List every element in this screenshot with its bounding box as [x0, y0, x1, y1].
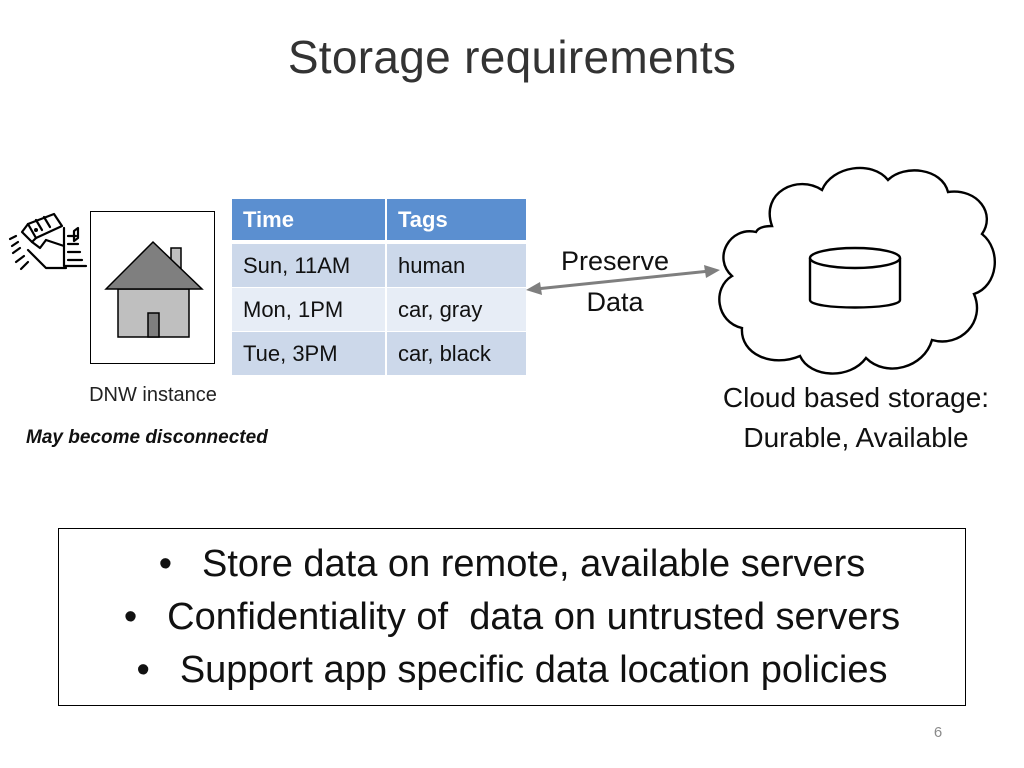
table-cell-tags: human — [387, 243, 526, 287]
cloud-icon — [718, 166, 996, 375]
bullet-text: Confidentiality of data on untrusted ser… — [167, 596, 901, 638]
device-label: DNW instance — [89, 384, 217, 406]
page-number: 6 — [933, 724, 943, 741]
table-cell-time: Tue, 3PM — [232, 331, 387, 375]
table-cell-time: Sun, 11AM — [232, 243, 387, 287]
table-cell-tags: car, black — [387, 331, 526, 375]
column-header-tags: Tags — [387, 199, 526, 243]
table-cell-time: Mon, 1PM — [232, 287, 387, 331]
tags-table: Time Tags Sun, 11AM human Mon, 1PM car, … — [232, 199, 526, 375]
preserve-label-line1: Preserve — [560, 246, 670, 276]
slide-title: Storage requirements — [287, 31, 737, 83]
table-row: Sun, 11AM human — [232, 243, 526, 287]
bullet-item: • Store data on remote, available servers — [59, 543, 965, 586]
house-icon — [104, 240, 204, 338]
device-frame — [90, 211, 215, 364]
column-header-time: Time — [232, 199, 387, 243]
table-cell-tags: car, gray — [387, 287, 526, 331]
bidirectional-arrow-icon — [526, 265, 720, 295]
database-icon — [808, 246, 902, 309]
bullet-text: Store data on remote, available servers — [202, 543, 866, 585]
table-header-row: Time Tags — [232, 199, 526, 243]
bullet-item: • Support app specific data location poli… — [59, 649, 965, 692]
bullet-symbol: • — [123, 596, 138, 638]
preserve-data-label: Preserve Data — [544, 241, 686, 323]
cloud-caption: Cloud based storage: Durable, Available — [690, 378, 1022, 458]
bullet-symbol: • — [158, 543, 173, 585]
cloud-caption-line1: Cloud based storage: — [722, 382, 990, 413]
bullet-text: Support app specific data location polic… — [179, 649, 888, 691]
security-camera-icon — [8, 212, 88, 271]
bullet-item: • Confidentiality of data on untrusted se… — [59, 596, 965, 639]
disconnect-note: May become disconnected — [26, 427, 268, 448]
table-row: Tue, 3PM car, black — [232, 331, 526, 375]
table-row: Mon, 1PM car, gray — [232, 287, 526, 331]
preserve-label-line2: Data — [586, 287, 644, 317]
requirements-box: • Store data on remote, available servers… — [58, 528, 966, 706]
cloud-caption-line2: Durable, Available — [743, 422, 969, 453]
bullet-symbol: • — [136, 649, 150, 691]
